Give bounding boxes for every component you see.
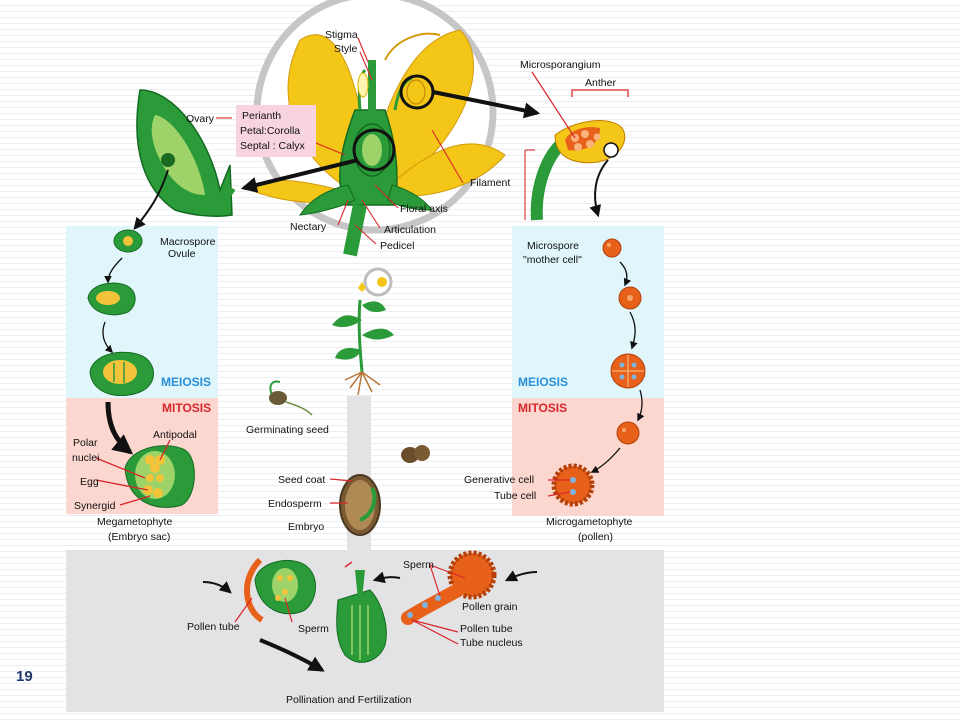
endosperm-label: Endosperm bbox=[268, 498, 322, 510]
tube-nucleus-label: Tube nucleus bbox=[460, 637, 523, 649]
microsporangium-label: Microsporangium bbox=[520, 59, 601, 71]
generative-cell-label: Generative cell bbox=[464, 474, 534, 486]
page-number: 19 bbox=[16, 668, 33, 685]
nectary-label: Nectary bbox=[290, 221, 327, 233]
seed-cross-section bbox=[329, 474, 381, 536]
male-meiosis-label: MEIOSIS bbox=[518, 375, 568, 389]
mother-cell-label: "mother cell" bbox=[523, 254, 582, 266]
seeds-illustration bbox=[401, 445, 430, 463]
pollen-tube-right-label: Pollen tube bbox=[460, 623, 513, 635]
tube-cell-label: Tube cell bbox=[494, 490, 536, 502]
pedicel-label: Pedicel bbox=[380, 240, 414, 252]
nuclei-label: nuclei bbox=[72, 452, 99, 464]
megametophyte-illustration bbox=[95, 439, 195, 508]
antipodal-label: Antipodal bbox=[153, 429, 197, 441]
male-mitosis-label: MITOSIS bbox=[518, 401, 567, 415]
pollen-label: (pollen) bbox=[578, 531, 613, 543]
embryo-sac-label: (Embryo sac) bbox=[108, 531, 170, 543]
female-ovule-stages bbox=[87, 229, 154, 396]
germinating-seed-label: Germinating seed bbox=[246, 424, 329, 436]
perianth-label: Perianth bbox=[242, 110, 281, 122]
septal-calyx-label: Septal : Calyx bbox=[240, 140, 306, 152]
embryo-label: Embryo bbox=[288, 521, 324, 533]
arrow-to-ovary bbox=[240, 158, 359, 193]
female-meiosis-label: MEIOSIS bbox=[161, 375, 211, 389]
polar-label: Polar bbox=[73, 437, 98, 449]
fertilization-illustration bbox=[202, 550, 538, 672]
ovary-label: Ovary bbox=[186, 113, 215, 125]
male-microspore-stages bbox=[547, 238, 646, 507]
flower-leader-lines bbox=[216, 37, 464, 245]
arrow-to-megametophyte bbox=[105, 401, 134, 455]
female-mitosis-label: MITOSIS bbox=[162, 401, 211, 415]
sperm-left-label: Sperm bbox=[298, 623, 329, 635]
petal-corolla-label: Petal:Corolla bbox=[240, 125, 300, 137]
sperm-right-label: Sperm bbox=[403, 559, 434, 571]
filament-label: Filament bbox=[470, 177, 510, 189]
ovary-illustration bbox=[136, 89, 236, 217]
egg-label: Egg bbox=[80, 476, 99, 488]
seed-coat-label: Seed coat bbox=[278, 474, 325, 486]
anther-label: Anther bbox=[585, 77, 616, 89]
pollen-grain-label: Pollen grain bbox=[462, 601, 518, 613]
microgametophyte-label: Microgametophyte bbox=[546, 516, 633, 528]
arrow-anther-to-microspore bbox=[589, 159, 609, 218]
young-plant-illustration bbox=[332, 267, 394, 396]
macrospore-label: Macrospore bbox=[160, 236, 216, 248]
arrow-ovary-to-ovule bbox=[133, 169, 169, 230]
microspore-label: Microspore bbox=[527, 240, 579, 252]
germinating-seed-illustration bbox=[269, 380, 313, 416]
style-label: Style bbox=[334, 43, 358, 55]
arrow-to-anther bbox=[432, 90, 541, 119]
pollen-tube-left-label: Pollen tube bbox=[187, 621, 240, 633]
ovule-label: Ovule bbox=[168, 248, 196, 260]
articulation-label: Articulation bbox=[384, 224, 436, 236]
megametophyte-label: Megametophyte bbox=[97, 516, 172, 528]
stamen-illustration bbox=[524, 71, 629, 221]
floral-axis-label: Floral axis bbox=[400, 203, 448, 215]
stigma-label: Stigma bbox=[325, 29, 358, 41]
pollination-fertilization-title: Pollination and Fertilization bbox=[286, 694, 412, 706]
synergid-label: Synergid bbox=[74, 500, 116, 512]
perianth-label-box bbox=[236, 105, 316, 157]
